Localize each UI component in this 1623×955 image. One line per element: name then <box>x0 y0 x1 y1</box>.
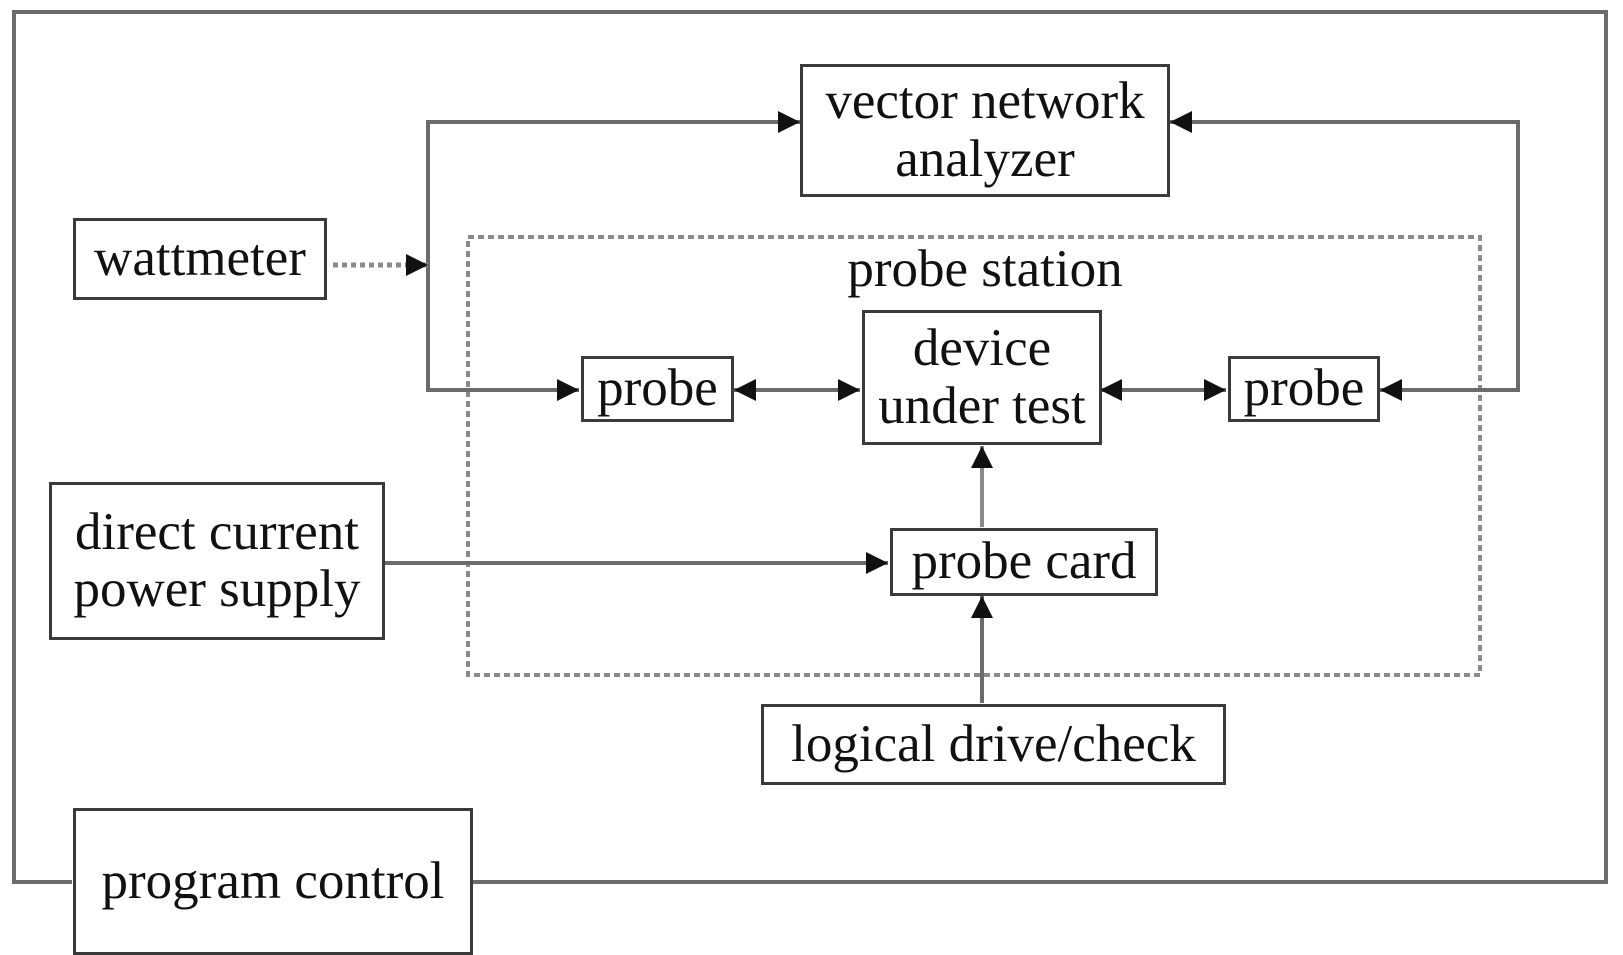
dc-power-label-line-1: direct current <box>75 502 359 561</box>
vector-network-analyzer-box: vector network analyzer <box>800 64 1170 197</box>
wattmeter-box: wattmeter <box>73 218 327 300</box>
dut-label-line-2: under test <box>878 376 1086 435</box>
program-control-box: program control <box>73 808 473 955</box>
program-control-label: program control <box>101 851 445 910</box>
probe-left-box: probe <box>581 356 734 422</box>
logical-drive-check-box: logical drive/check <box>761 704 1226 785</box>
dut-label-line-1: device <box>912 319 1052 378</box>
probe-right-box: probe <box>1228 356 1380 422</box>
probe-left-label: probe <box>597 359 718 418</box>
connector-vna-to-left-probe <box>426 111 800 401</box>
probe-right-label: probe <box>1243 359 1365 418</box>
probe-station-region <box>466 235 1482 677</box>
device-under-test-box: device under test <box>862 310 1102 445</box>
vna-label-line-1: vector network <box>825 72 1145 131</box>
dc-power-supply-box: direct current power supply <box>49 482 385 640</box>
vna-label-line-2: analyzer <box>895 129 1075 188</box>
outer-control-loop <box>12 10 1608 884</box>
connector-vna-to-right-probe <box>1170 111 1520 401</box>
probe-card-label: probe card <box>911 532 1137 591</box>
probe-station-label: probe station <box>847 240 1123 298</box>
wattmeter-label: wattmeter <box>94 229 306 288</box>
probe-card-box: probe card <box>890 528 1158 596</box>
dc-power-label-line-2: power supply <box>73 560 361 618</box>
logical-drive-check-label: logical drive/check <box>791 714 1196 773</box>
